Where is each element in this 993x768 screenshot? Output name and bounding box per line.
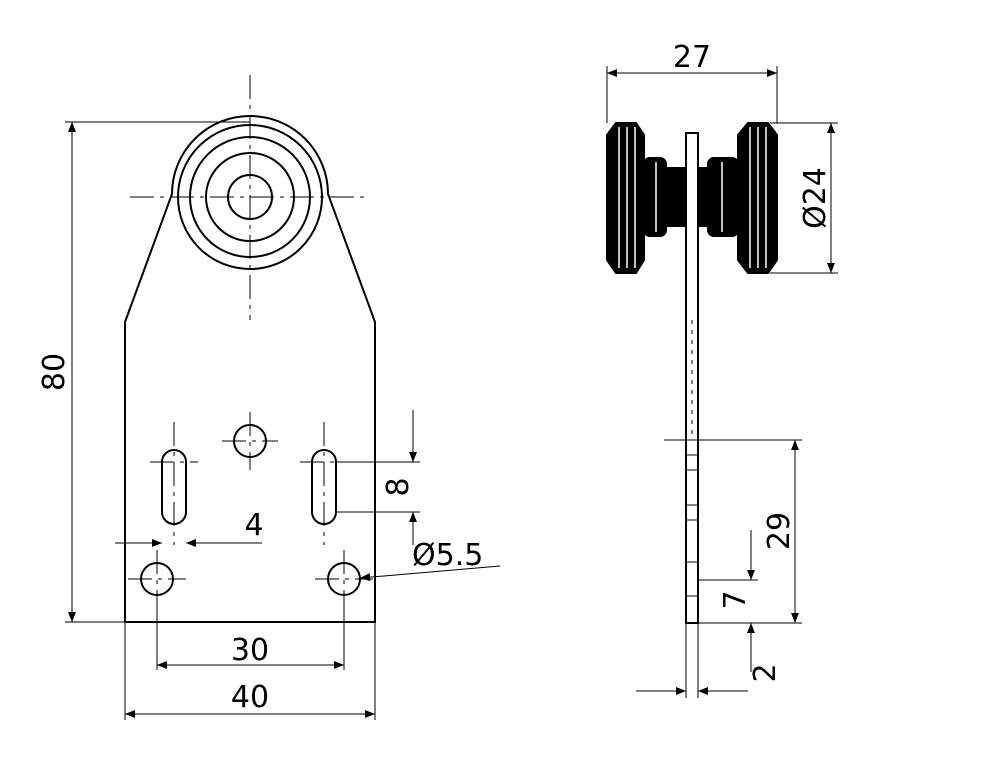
dim-80-text: 80: [37, 353, 72, 391]
dim-8-text: 8: [381, 477, 416, 496]
dim-2-text: 2: [748, 663, 783, 682]
dim-7-text: 7: [718, 590, 753, 609]
side-slot-ticks: [686, 454, 698, 597]
left-wheel: [606, 122, 687, 274]
side-plate: [685, 132, 699, 624]
front-view: 80 4 8 Ø5.5 30 40: [37, 75, 501, 720]
dim-30-text: 30: [231, 633, 269, 668]
dim-hole-leader: [359, 565, 501, 582]
side-view: 27 Ø24 29 7 2: [606, 40, 838, 698]
dim-27-text: 27: [673, 40, 711, 75]
front-plate-outline: [124, 115, 376, 623]
dim-4-text: 4: [244, 508, 263, 543]
dim-40-text: 40: [231, 680, 269, 715]
dim-24-text: Ø24: [798, 167, 833, 229]
dim-hole-text: Ø5.5: [412, 538, 483, 573]
right-wheel: [697, 122, 778, 274]
dim-29-text: 29: [762, 512, 797, 550]
